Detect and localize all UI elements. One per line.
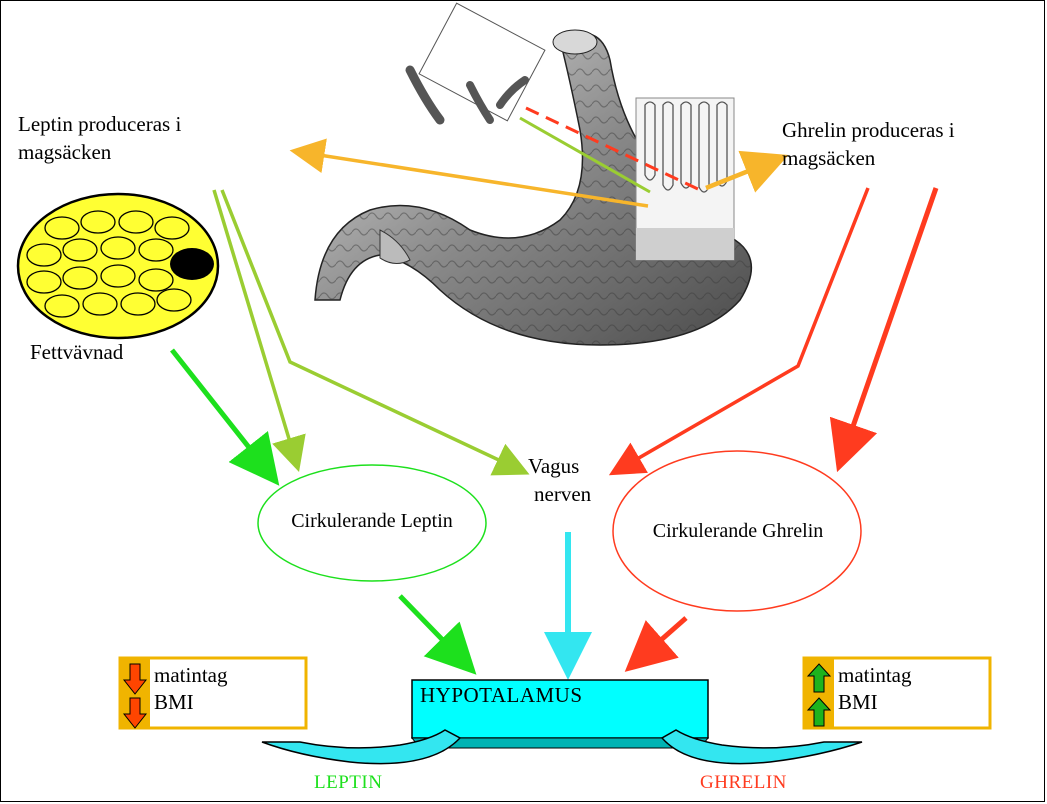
leptin-bottom-label: LEPTIN <box>314 772 382 794</box>
ghrelin-food-intake-label: matintag <box>804 662 911 689</box>
bacteria-inset <box>410 3 545 121</box>
vagus-label-line2: nerven <box>534 480 591 508</box>
vagus-label-line1: Vagus <box>528 452 579 480</box>
ghrelin-bmi-label: BMI <box>804 689 911 716</box>
ghrelin-bottom-label: GHRELIN <box>700 772 787 794</box>
ghrelin-to-circulating-arrow <box>842 188 936 458</box>
ghrelin-produced-label: Ghrelin produceras i magsäcken <box>782 116 992 172</box>
ghrelin-to-hypothalamus-arrow <box>636 618 686 662</box>
circulating-leptin-label: Cirkulerande Leptin <box>262 510 482 533</box>
leptin-bmi-label: BMI <box>120 689 227 716</box>
fat-to-leptin-arrow <box>172 350 270 474</box>
leptin-produced-label: Leptin produceras i magsäcken <box>18 110 228 166</box>
leptin-food-intake-label: matintag <box>120 662 227 689</box>
leptin-to-hypothalamus-arrow <box>400 596 466 664</box>
ghrelin-effect-text: matintag BMI <box>804 662 911 716</box>
fat-tissue-illustration <box>18 194 218 338</box>
fat-tissue-label: Fettvävnad <box>30 338 123 366</box>
hypothalamus-label: HYPOTALAMUS <box>420 683 583 708</box>
gastric-gland-inset <box>636 98 734 260</box>
leptin-effect-text: matintag BMI <box>120 662 227 716</box>
circulating-ghrelin-label: Cirkulerande Ghrelin <box>616 520 860 543</box>
